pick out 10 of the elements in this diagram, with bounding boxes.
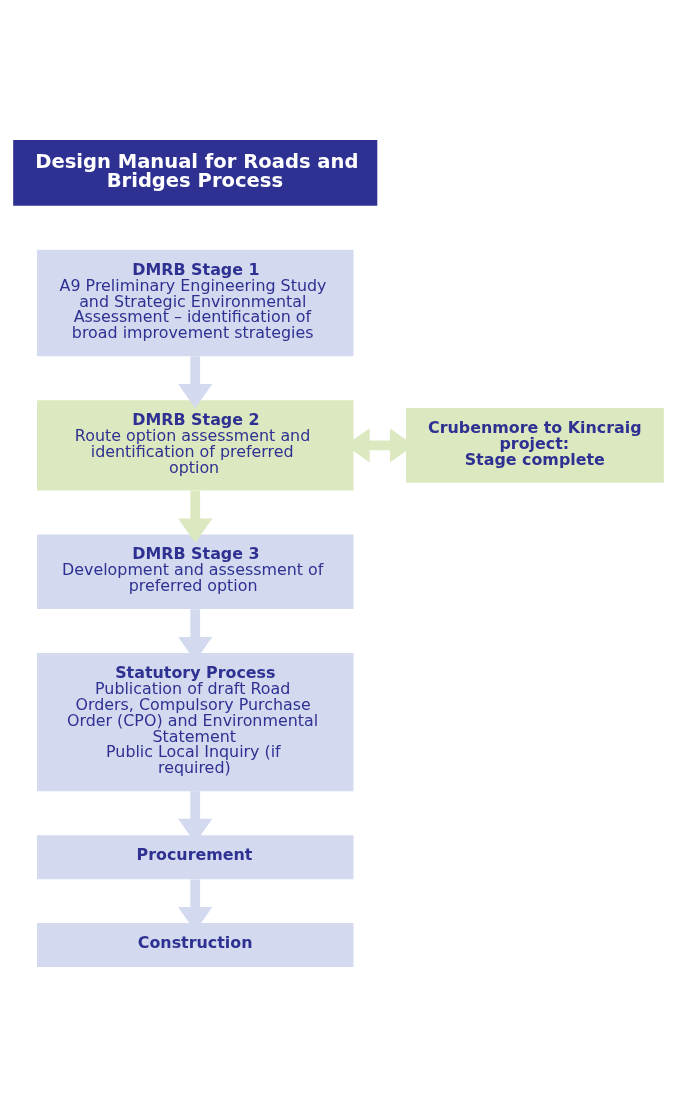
node-box: DMRB Stage 2 Route option assessment and identification of preferred option <box>37 399 354 491</box>
node-box: Design Manual for Roads and Bridges Process <box>13 139 378 206</box>
node-box: Construction <box>37 922 354 967</box>
node-box: Crubenmore to Kincraig project: Stage complete <box>406 407 664 483</box>
node-box: DMRB Stage 1 A9 Preliminary Engineering Study and Strategic Environmental Assessment – identification of broad improvement strategies <box>37 249 354 356</box>
arrow <box>178 490 213 543</box>
node-box: Procurement <box>37 834 354 879</box>
node-box: DMRB Stage 3 Development and assessment of preferred option <box>37 534 354 609</box>
arrow <box>178 355 213 408</box>
node-box: Statutory Process Publication of draft Road Orders, Compulsory Purchase Order (CPO) and Environmental Statement Public Local Inquiry (if required) <box>37 652 354 791</box>
